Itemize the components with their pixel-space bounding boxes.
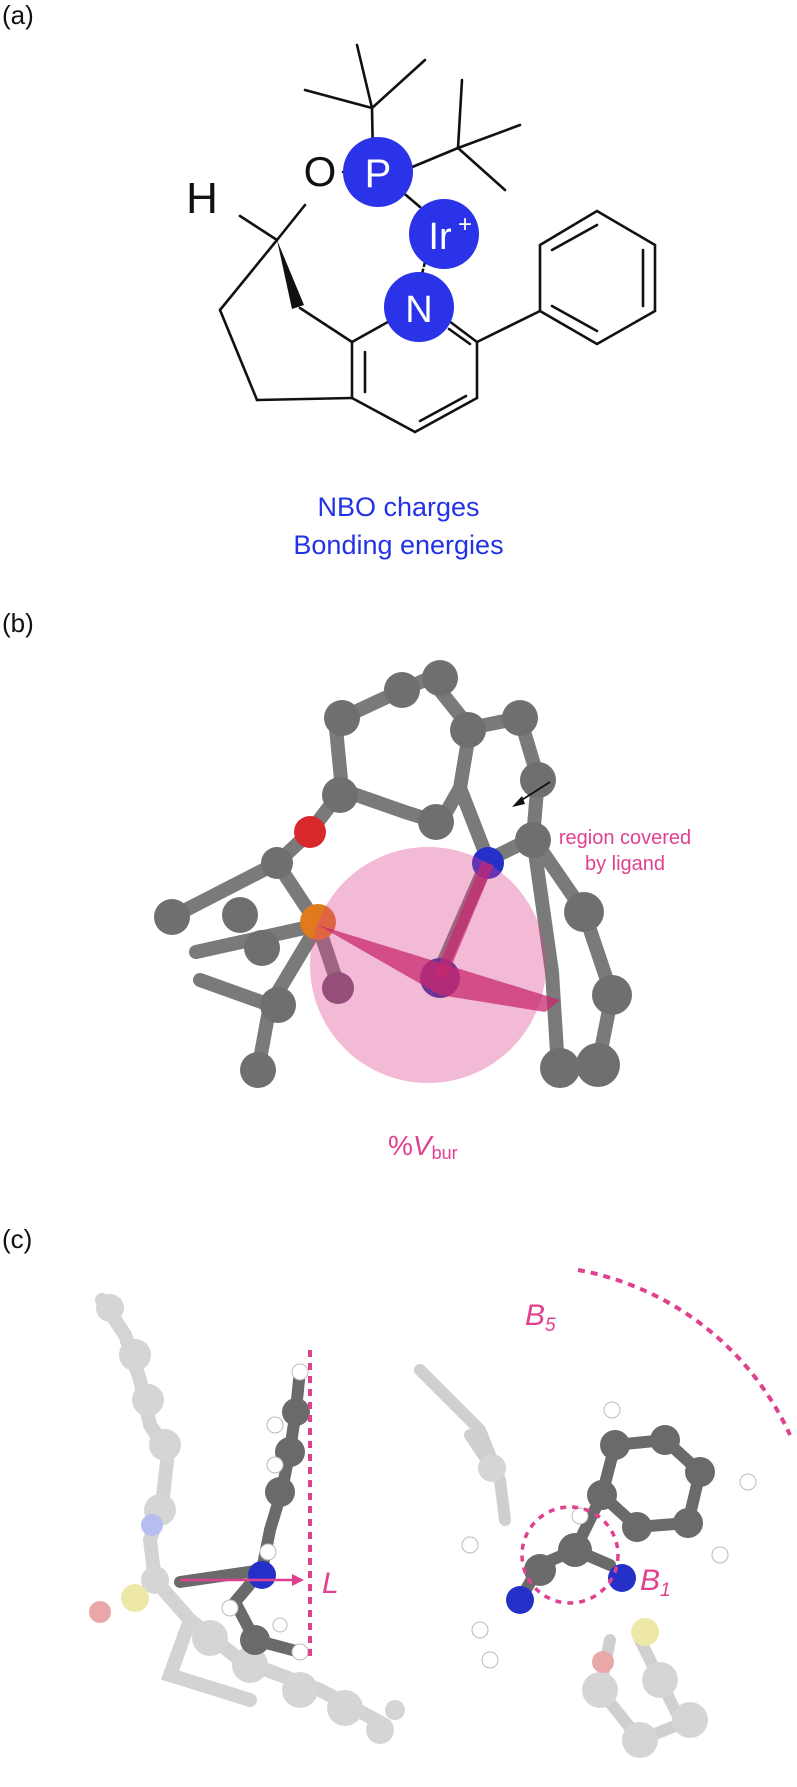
L-label: L <box>322 1567 339 1600</box>
nbo-charges-caption: NBO charges <box>317 492 480 522</box>
B5-subscript: 5 <box>545 1315 556 1336</box>
bonding-energies-caption: Bonding energies <box>293 530 504 560</box>
region-covered-label: region covered <box>559 827 691 849</box>
vbur-symbol: V <box>413 1130 434 1161</box>
atom-H: H <box>186 174 218 223</box>
panel-a: (a) <box>0 0 797 600</box>
vbur-percent: % <box>388 1130 413 1161</box>
sterimol-models: L <box>89 1268 792 1758</box>
B1-subscript: 1 <box>660 1580 671 1601</box>
B5-symbol: B <box>525 1299 545 1332</box>
vbur-subscript: bur <box>432 1143 458 1163</box>
panel-c: (c) <box>0 1220 797 1787</box>
atom-N: N <box>405 289 432 331</box>
buried-volume-model: region covered by ligand %Vbur <box>154 660 691 1163</box>
atom-P: P <box>365 152 392 196</box>
vbur-label: %Vbur <box>388 1130 458 1163</box>
atom-Ir-charge: + <box>458 211 472 238</box>
B5-label: B5 <box>525 1299 556 1336</box>
ligand-structure: H O P Ir + N <box>186 43 657 434</box>
panel-b: (b) <box>0 600 797 1220</box>
atom-O: O <box>304 148 337 195</box>
panel-c-label: (c) <box>2 1224 33 1254</box>
by-ligand-label: by ligand <box>585 853 665 875</box>
panel-b-label: (b) <box>2 608 34 638</box>
atom-Ir: Ir <box>428 216 452 258</box>
B1-symbol: B <box>640 1564 660 1597</box>
panel-a-label: (a) <box>2 0 34 30</box>
B1-label: B1 <box>640 1564 671 1601</box>
